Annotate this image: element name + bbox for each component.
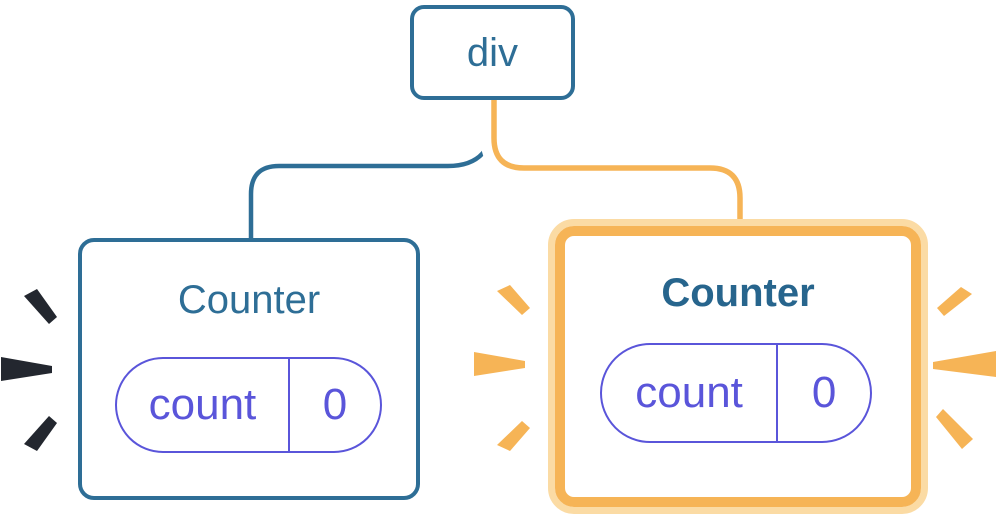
edge-root-to-right-counter-core (491, 98, 743, 230)
spark-icon (933, 351, 996, 377)
state-pill: count 0 (115, 357, 382, 453)
root-node-label: div (466, 30, 519, 75)
root-node-div: div (410, 5, 575, 100)
flash-sparks-right-counter-right (933, 287, 996, 449)
counter-card-left: Counter count 0 (78, 238, 420, 500)
spark-icon (474, 352, 525, 376)
spark-icon (497, 421, 530, 451)
state-key-label: count (602, 345, 779, 441)
flash-sparks-right-counter-left (474, 285, 530, 451)
state-key-label: count (117, 359, 290, 451)
spark-icon (1, 357, 52, 381)
spark-icon (497, 285, 530, 315)
state-value: 0 (811, 368, 837, 417)
spark-icon (936, 409, 973, 449)
state-pill: count 0 (600, 343, 872, 443)
spark-icon (24, 416, 57, 451)
spark-icon (24, 289, 57, 324)
flash-sparks-left-counter (1, 289, 57, 451)
edge-root-to-left-counter (248, 98, 497, 242)
counter-card-right: Counter count 0 (555, 226, 921, 507)
counter-card-right-highlight-ring: Counter count 0 (548, 219, 928, 514)
counter-title: Counter (661, 271, 815, 315)
counter-title: Counter (177, 278, 321, 322)
spark-icon (937, 287, 972, 316)
edge-root-to-right-counter-casing (480, 98, 754, 230)
state-value: 0 (322, 380, 348, 429)
